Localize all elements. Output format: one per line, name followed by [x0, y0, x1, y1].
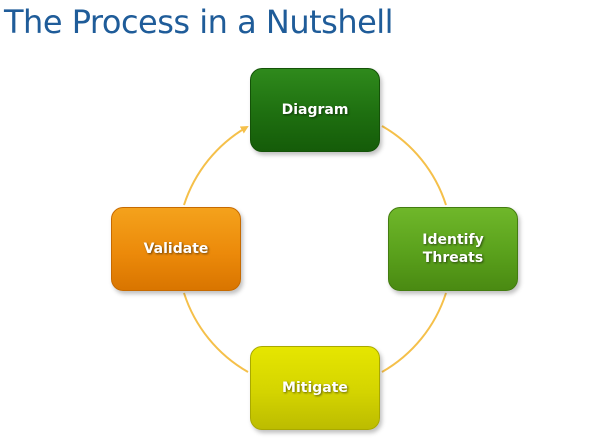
node-diagram: Diagram: [250, 68, 380, 152]
node-validate: Validate: [111, 207, 241, 291]
connector-validate-to-diagram: [183, 125, 249, 206]
connector-identify-to-mitigate: [381, 292, 447, 373]
node-diagram-label: Diagram: [281, 102, 349, 118]
node-validate-label: Validate: [143, 241, 209, 257]
node-identify-threats-label: Identify Threats: [422, 232, 484, 266]
node-mitigate: Mitigate: [250, 346, 380, 430]
connector-mitigate-to-validate: [183, 292, 249, 373]
node-mitigate-label: Mitigate: [282, 380, 348, 396]
node-identify-threats: Identify Threats: [388, 207, 518, 291]
connector-diagram-to-identify: [381, 125, 447, 206]
slide-title: The Process in a Nutshell: [4, 3, 394, 41]
